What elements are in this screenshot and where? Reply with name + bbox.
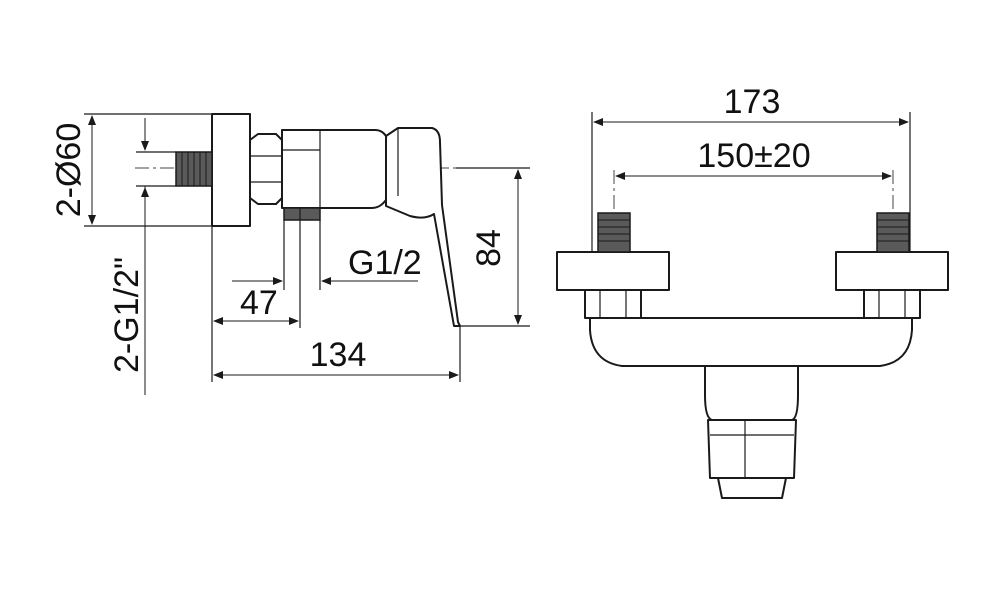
- dim-side-width: 134: [310, 336, 367, 374]
- dim-inlet-thread: 2-G1/2": [108, 257, 146, 373]
- dim-height: 84: [470, 229, 508, 267]
- left-hex-nut: [584, 289, 642, 319]
- thread-lines: [181, 152, 207, 186]
- dim-center-distance: 150±20: [697, 137, 810, 175]
- outlet-nut: [707, 419, 797, 479]
- right-hex-nut: [863, 289, 921, 319]
- mixer-body: [281, 129, 387, 209]
- right-escutcheon: [835, 251, 949, 291]
- mixer-bar: [589, 317, 913, 367]
- hex-nut: [249, 133, 283, 205]
- side-view: 2-Ø60 2-G1/2" G1/2 47 134 84: [50, 113, 530, 395]
- dim-inlet-diameter: 2-Ø60: [50, 123, 88, 218]
- left-escutcheon: [556, 251, 670, 291]
- front-view: 173 150±20: [556, 83, 949, 499]
- dim-thread-size: G1/2: [348, 244, 422, 282]
- outlet-thread: [283, 207, 321, 221]
- dim-side-offset: 47: [240, 284, 278, 322]
- right-thread: [876, 212, 910, 253]
- left-thread: [597, 212, 631, 253]
- wall-escutcheon: [211, 113, 251, 227]
- lever-handle: [385, 127, 461, 327]
- dim-front-width: 173: [724, 83, 781, 121]
- outlet-tip: [717, 477, 787, 499]
